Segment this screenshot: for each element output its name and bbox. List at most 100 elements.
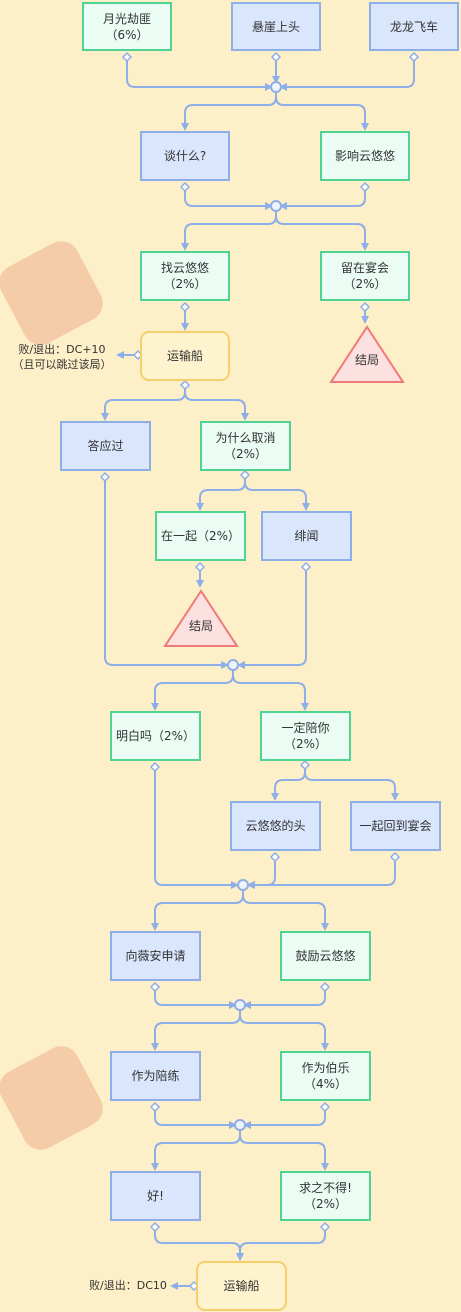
connector-diamond: [179, 301, 191, 313]
node-what-to-talk[interactable]: 谈什么?: [140, 131, 230, 181]
ending-label: 结局: [354, 353, 379, 367]
junction-node: [227, 659, 239, 671]
ending-triangle-2[interactable]: [162, 588, 240, 648]
connector-diamond: [179, 379, 191, 391]
connector-diamond: [359, 181, 371, 193]
connector-line: [239, 1010, 329, 1051]
junction-node: [270, 81, 282, 93]
node-together[interactable]: 在一起（2%）: [155, 511, 246, 561]
connector-line: [196, 479, 246, 511]
node-percent: （6%）: [105, 27, 149, 42]
connector-diamond: [121, 51, 133, 63]
node-back-to-banquet[interactable]: 一起回到宴会: [350, 801, 441, 851]
connector-diamond: [149, 981, 161, 993]
junction-node: [270, 200, 282, 212]
connector-diamond: [149, 1101, 161, 1113]
node-why-cancel[interactable]: 为什么取消 （2%）: [200, 421, 291, 471]
node-rumor[interactable]: 绯闻: [261, 511, 352, 561]
fail-exit-note: 败/退出：DC+10 （且可以跳过该局）: [4, 342, 120, 372]
node-influence-yunyouyou[interactable]: 影响云悠悠: [320, 131, 410, 181]
fail-note-line: （且可以跳过该局）: [12, 358, 112, 371]
node-label: 影响云悠悠: [334, 149, 395, 163]
connector-diamond: [99, 471, 111, 483]
node-label: 明白吗（2%）: [115, 729, 196, 743]
connector-line: [275, 211, 369, 251]
fail-note-line: 败/退出：DC10: [89, 1279, 167, 1292]
node-cliff-top[interactable]: 悬崖上头: [231, 2, 321, 51]
node-label: 运输船: [223, 1279, 260, 1293]
junction-node: [237, 879, 249, 891]
connector-line: [154, 1223, 244, 1261]
node-label: 作为陪练: [131, 1069, 180, 1083]
connector-line: [304, 769, 399, 801]
connector-line: [232, 670, 309, 711]
connector-diamond: [239, 469, 251, 481]
node-always-with-you[interactable]: 一定陪你 （2%）: [260, 711, 351, 761]
connector-line: [154, 763, 239, 889]
node-stay-at-banquet[interactable]: 留在宴会 （2%）: [320, 251, 410, 301]
ending-triangle-1[interactable]: [328, 324, 406, 384]
connector-line: [275, 92, 369, 131]
connector-line: [184, 389, 249, 421]
node-percent: （2%）: [303, 1197, 348, 1211]
connector-diamond: [408, 51, 420, 63]
node-label: 一起回到宴会: [359, 819, 432, 833]
node-label: 答应过: [87, 439, 124, 453]
node-label: 一定陪你: [281, 721, 330, 735]
connector-line: [151, 890, 244, 931]
node-moonlight-robber[interactable]: 月光劫匪 （6%）: [82, 2, 172, 51]
ending-label: 结局: [188, 619, 213, 633]
junction-node: [234, 999, 246, 1011]
connector-line: [244, 479, 310, 511]
connector-line: [151, 1130, 241, 1171]
node-label: 作为伯乐: [301, 1061, 350, 1075]
connector-line: [151, 1010, 241, 1051]
node-label: 龙龙飞车: [389, 19, 438, 34]
node-ok[interactable]: 好!: [110, 1171, 201, 1221]
node-label: 月光劫匪: [102, 11, 151, 26]
node-promised[interactable]: 答应过: [60, 421, 151, 471]
connector-line: [279, 183, 366, 210]
node-percent: （2%）: [343, 277, 387, 291]
connector-diamond: [270, 51, 282, 63]
node-yunyouyou-head[interactable]: 云悠悠的头: [230, 801, 321, 851]
connector-line: [101, 389, 186, 421]
connector-diamond: [359, 301, 371, 313]
connector-line: [239, 1130, 329, 1171]
fail-exit-note: 败/退出：DC10: [78, 1278, 178, 1293]
node-apply-to-vivian[interactable]: 向薇安申请: [110, 931, 201, 981]
node-label: 云悠悠的头: [245, 819, 306, 833]
connector-diamond: [300, 561, 312, 573]
connector-diamond: [269, 851, 281, 863]
fail-note-line: 败/退出：DC+10: [18, 343, 106, 356]
node-label: 好!: [147, 1189, 164, 1203]
node-dragon-ride[interactable]: 龙龙飞车: [369, 2, 459, 51]
connector-line: [154, 983, 237, 1009]
node-would-love-to[interactable]: 求之不得! （2%）: [280, 1171, 371, 1221]
connector-diamond: [194, 561, 206, 573]
junction-node: [234, 1119, 246, 1131]
node-label: 悬崖上头: [251, 19, 300, 34]
node-find-yunyouyou[interactable]: 找云悠悠 （2%）: [140, 251, 230, 301]
node-encourage-yunyouyou[interactable]: 鼓励云悠悠: [280, 931, 371, 981]
connector-line: [247, 853, 396, 889]
node-percent: （2%）: [283, 737, 328, 751]
connector-line: [104, 473, 229, 669]
node-transport-ship-final[interactable]: 运输船: [196, 1261, 287, 1311]
connector-line: [151, 670, 234, 711]
connector-line: [181, 92, 277, 131]
node-label: 绯闻: [294, 529, 319, 543]
node-transport-ship[interactable]: 运输船: [140, 331, 230, 381]
node-label: 留在宴会: [340, 261, 389, 275]
node-label: 谈什么?: [163, 149, 207, 163]
node-label: 向薇安申请: [125, 949, 186, 963]
node-label: 在一起（2%）: [160, 529, 241, 543]
node-as-talent-scout[interactable]: 作为伯乐 （4%）: [280, 1051, 371, 1101]
node-understand[interactable]: 明白吗（2%）: [110, 711, 201, 761]
node-label: 鼓励云悠悠: [295, 949, 356, 963]
node-as-sparring-partner[interactable]: 作为陪练: [110, 1051, 201, 1101]
connector-diamond: [299, 759, 311, 771]
connector-diamond: [319, 1101, 331, 1113]
